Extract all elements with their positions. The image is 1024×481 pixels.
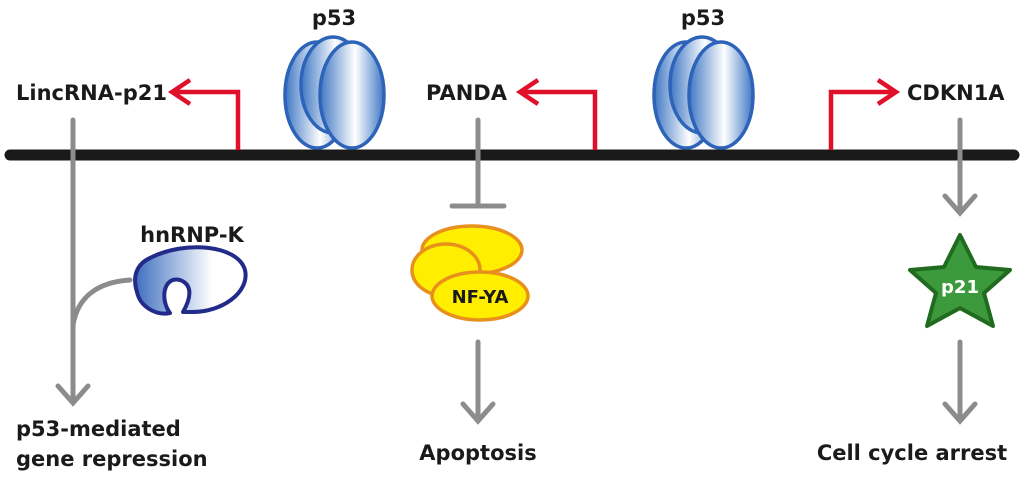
pathway-arrow-arrest-head (942, 401, 978, 425)
gene-label-cdkn1a: CDKN1A (907, 81, 1005, 105)
outcome-label-repression-line2: gene repression (16, 447, 208, 471)
hnrnpk-protein (133, 245, 248, 316)
outcome-label-arrest: Cell cycle arrest (817, 441, 1007, 465)
nfya-label: NF-YA (452, 287, 509, 308)
hnrnpk-label: hnRNP-K (140, 223, 244, 247)
outcome-label-repression-line1: p53-mediated (16, 417, 181, 441)
p21-label: p21 (941, 277, 979, 298)
pathway-arrow-apoptosis-head (460, 401, 496, 425)
gene-label-panda: PANDA (426, 81, 508, 105)
p53-label-left: p53 (312, 6, 356, 30)
gene-label-lincrna: LincRNA-p21 (16, 81, 167, 105)
outcome-label-apoptosis: Apoptosis (419, 441, 536, 465)
hnrnpk-connector (70, 277, 133, 328)
promoter-arrow-lincrna (167, 78, 241, 150)
pathway-arrow-lincrna-head (55, 383, 91, 407)
p53-protein-left (283, 35, 386, 150)
promoter-arrow-panda (515, 78, 598, 150)
promoter-arrow-cdkn1a (828, 78, 901, 150)
p53-label-right: p53 (681, 6, 725, 30)
pathway-arrow-cdkn1a-head (942, 193, 978, 217)
p53-protein-right (652, 35, 755, 150)
p21-star (908, 233, 1012, 328)
nfya-protein (410, 224, 530, 322)
